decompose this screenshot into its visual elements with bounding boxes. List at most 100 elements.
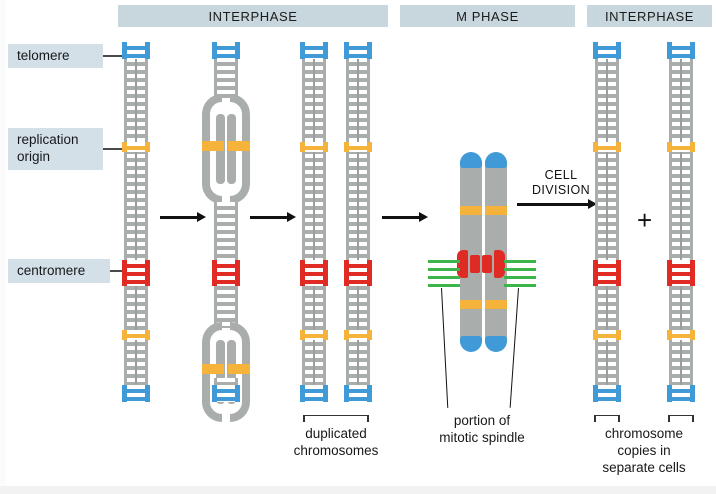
replication-origin-lower bbox=[593, 330, 621, 340]
origin-rungs-lower bbox=[349, 330, 367, 340]
telomere-rungs-bottom bbox=[305, 385, 323, 402]
plus-symbol: + bbox=[637, 205, 653, 235]
caption-copies-line3: separate cells bbox=[602, 460, 686, 475]
centromere bbox=[122, 260, 150, 286]
telomere-top-left bbox=[460, 152, 482, 168]
phase-bar-interphase-2: INTERPHASE bbox=[587, 5, 712, 27]
callout-centromere: centromere bbox=[8, 259, 110, 283]
replication-origin-upper bbox=[122, 142, 150, 152]
dna-groove bbox=[357, 42, 359, 402]
telomere-top-right bbox=[485, 152, 507, 168]
phase-bar-interphase-1: INTERPHASE bbox=[118, 5, 388, 27]
centromere-rungs bbox=[217, 260, 235, 286]
callout-telomere: telomere bbox=[8, 44, 103, 68]
replication-origin-upper bbox=[344, 142, 372, 152]
telomere-top bbox=[593, 42, 621, 59]
centromere bbox=[344, 260, 372, 286]
origin-rungs-lower bbox=[598, 330, 616, 340]
replication-origin-lower-left bbox=[202, 364, 224, 374]
replication-origin-upper bbox=[300, 142, 328, 152]
caption-mitotic-spindle: portion of mitotic spindle bbox=[418, 412, 546, 446]
daughter-chromosome-left bbox=[593, 42, 621, 402]
kinetochore-inner-left bbox=[470, 255, 480, 273]
replication-bubble-upper bbox=[202, 94, 250, 204]
telomere-bottom bbox=[593, 385, 621, 402]
bracket-daughter-right bbox=[668, 415, 694, 422]
leader-line-replication-origin bbox=[103, 148, 125, 150]
telomere-rungs-bottom bbox=[598, 385, 616, 402]
origin-rungs bbox=[672, 142, 690, 152]
replication-origin-upper bbox=[593, 142, 621, 152]
telomere-top bbox=[212, 42, 240, 59]
centromere-rungs bbox=[672, 260, 690, 286]
telomere-rungs bbox=[598, 42, 616, 59]
bracket-duplicated-chromosomes bbox=[303, 415, 369, 422]
centromere bbox=[300, 260, 328, 286]
telomere-top bbox=[667, 42, 695, 59]
telomere-top bbox=[122, 42, 150, 59]
telomere-bottom bbox=[300, 385, 328, 402]
telomere-rungs bbox=[305, 42, 323, 59]
leader-line-telomere bbox=[103, 55, 125, 57]
sister-chromatid-left bbox=[300, 42, 328, 402]
centromere bbox=[593, 260, 621, 286]
replication-origin-lower-left bbox=[460, 300, 482, 309]
telomere-rungs-bottom bbox=[349, 385, 367, 402]
dna-groove bbox=[680, 42, 682, 402]
replication-bubble-lower bbox=[202, 322, 250, 422]
bracket-daughter-left bbox=[594, 415, 620, 422]
phase-bar-m-phase: M PHASE bbox=[400, 5, 575, 27]
chromosome-replicating bbox=[202, 42, 250, 422]
kinetochore-outer-left bbox=[457, 250, 468, 278]
telomere-bottom bbox=[344, 385, 372, 402]
telomere-bottom bbox=[667, 385, 695, 402]
centromere-rungs bbox=[127, 260, 145, 286]
telomere-top bbox=[300, 42, 328, 59]
leader-line-centromere bbox=[110, 270, 125, 272]
caption-copies-line1: chromosome bbox=[604, 426, 684, 441]
centromere bbox=[212, 260, 240, 286]
origin-rungs-lower bbox=[127, 330, 145, 340]
callout-replication-origin-line2: origin bbox=[17, 149, 51, 164]
footer-strip bbox=[0, 486, 716, 494]
centromere bbox=[667, 260, 695, 286]
origin-rungs-lower bbox=[305, 330, 323, 340]
dna-groove bbox=[606, 42, 608, 402]
centromere-rungs bbox=[598, 260, 616, 286]
centromere-rungs bbox=[349, 260, 367, 286]
replication-origin-upper bbox=[667, 142, 695, 152]
telomere-bottom bbox=[212, 385, 240, 402]
leader-line-spindle-left bbox=[441, 287, 449, 408]
replication-origin-upper-right bbox=[485, 206, 507, 215]
origin-rungs bbox=[127, 142, 145, 152]
chromosome-unreplicated bbox=[122, 42, 150, 402]
telomere-rungs bbox=[217, 42, 235, 59]
replication-origin-upper-left bbox=[202, 141, 224, 151]
replication-origin-lower bbox=[300, 330, 328, 340]
kinetochore-outer-right bbox=[494, 250, 505, 278]
dna-groove bbox=[135, 42, 137, 402]
left-margin-strip bbox=[0, 0, 6, 486]
caption-chromosome-copies: chromosome copies in separate cells bbox=[588, 425, 700, 476]
daughter-chromosome-right bbox=[667, 42, 695, 402]
kinetochore-inner-right bbox=[482, 255, 492, 273]
centromere-rungs bbox=[305, 260, 323, 286]
caption-duplicated-line1: duplicated bbox=[305, 426, 367, 441]
replication-origin-lower-right bbox=[228, 364, 250, 374]
callout-replication-origin-line1: replication bbox=[17, 132, 79, 147]
replication-origin-lower-right bbox=[485, 300, 507, 309]
telomere-top bbox=[344, 42, 372, 59]
telomere-rungs bbox=[672, 42, 690, 59]
sister-chromatid-right bbox=[344, 42, 372, 402]
caption-duplicated-line2: chromosomes bbox=[293, 443, 379, 458]
dna-groove bbox=[313, 42, 315, 402]
replication-origin-upper-left bbox=[460, 206, 482, 215]
telomere-rungs bbox=[127, 42, 145, 59]
caption-spindle-line1: portion of bbox=[453, 413, 511, 428]
origin-rungs-lower bbox=[672, 330, 690, 340]
replication-origin-lower bbox=[122, 330, 150, 340]
replication-origin-lower bbox=[344, 330, 372, 340]
telomere-bottom-right bbox=[485, 336, 507, 352]
telomere-rungs-bottom bbox=[127, 385, 145, 402]
